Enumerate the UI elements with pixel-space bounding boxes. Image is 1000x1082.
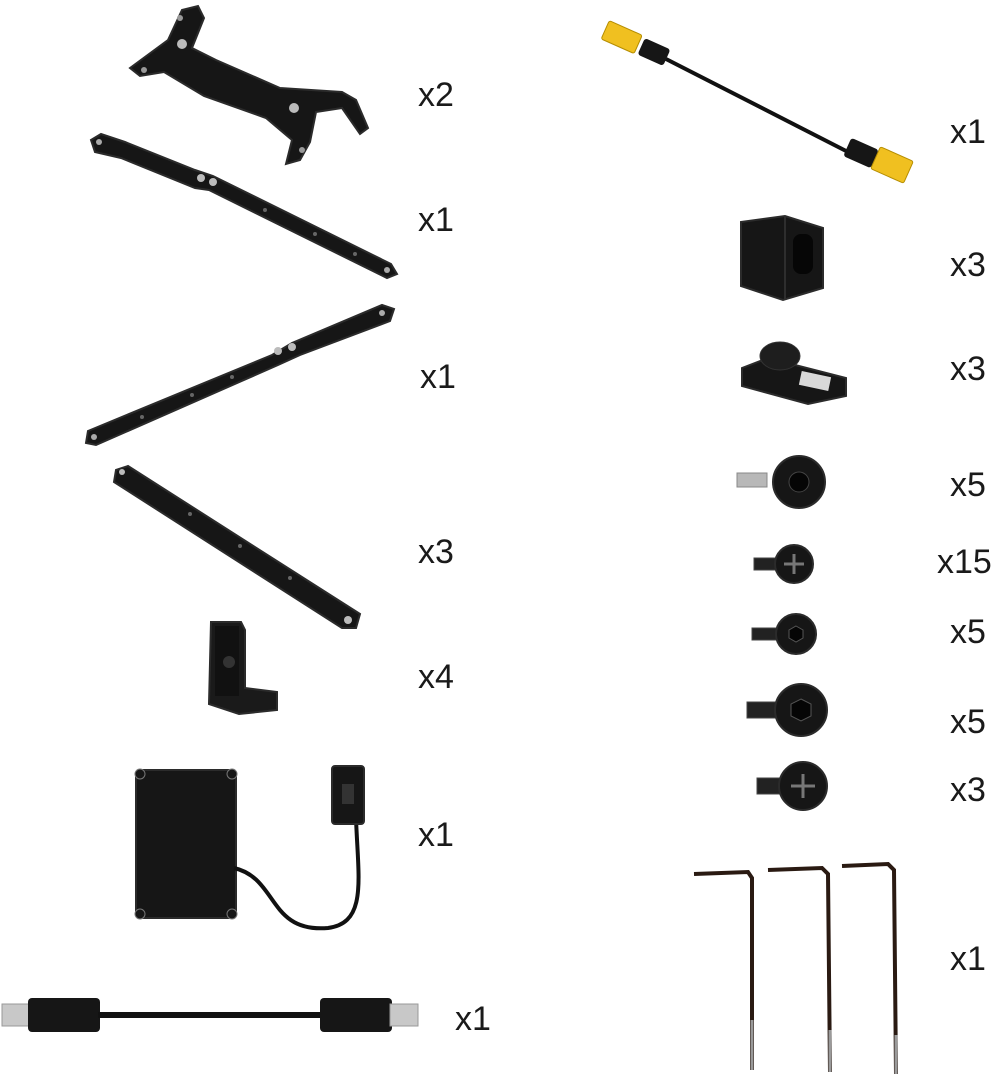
l-mount-block-icon bbox=[207, 621, 278, 716]
thumb-screw-icon bbox=[736, 455, 826, 509]
adhesive-clip-icon bbox=[741, 341, 847, 406]
quantity-label: x3 bbox=[418, 533, 454, 571]
quantity-label: x5 bbox=[950, 613, 986, 651]
quantity-label: x1 bbox=[950, 940, 986, 978]
linkage-arm-reverse-icon bbox=[84, 303, 396, 447]
gimbal-bracket-icon bbox=[128, 4, 370, 166]
quantity-label: x1 bbox=[455, 1000, 491, 1038]
battery-box-icon bbox=[134, 765, 365, 931]
phillips-screw-small-icon bbox=[753, 544, 814, 584]
quantity-label: x3 bbox=[950, 771, 986, 809]
quantity-label: x2 bbox=[418, 76, 454, 114]
quantity-label: x1 bbox=[950, 113, 986, 151]
quantity-label: x1 bbox=[418, 816, 454, 854]
hex-screw-large-icon bbox=[746, 683, 828, 737]
linkage-arm-long-icon bbox=[89, 132, 399, 280]
phillips-screw-large-icon bbox=[756, 761, 828, 811]
straight-rail-icon bbox=[112, 464, 362, 629]
quantity-label: x1 bbox=[418, 201, 454, 239]
xt-power-cable-icon bbox=[601, 20, 914, 184]
quantity-label: x5 bbox=[950, 703, 986, 741]
quantity-label: x5 bbox=[950, 466, 986, 504]
quantity-label: x3 bbox=[950, 246, 986, 284]
cable-clip-icon bbox=[740, 214, 824, 302]
quantity-label: x3 bbox=[950, 350, 986, 388]
hex-key-set-icon bbox=[693, 861, 898, 1075]
usb-cable-icon bbox=[1, 998, 419, 1032]
quantity-label: x4 bbox=[418, 658, 454, 696]
quantity-label: x1 bbox=[420, 358, 456, 396]
quantity-label: x15 bbox=[937, 543, 992, 581]
hex-screw-small-icon bbox=[751, 613, 817, 655]
